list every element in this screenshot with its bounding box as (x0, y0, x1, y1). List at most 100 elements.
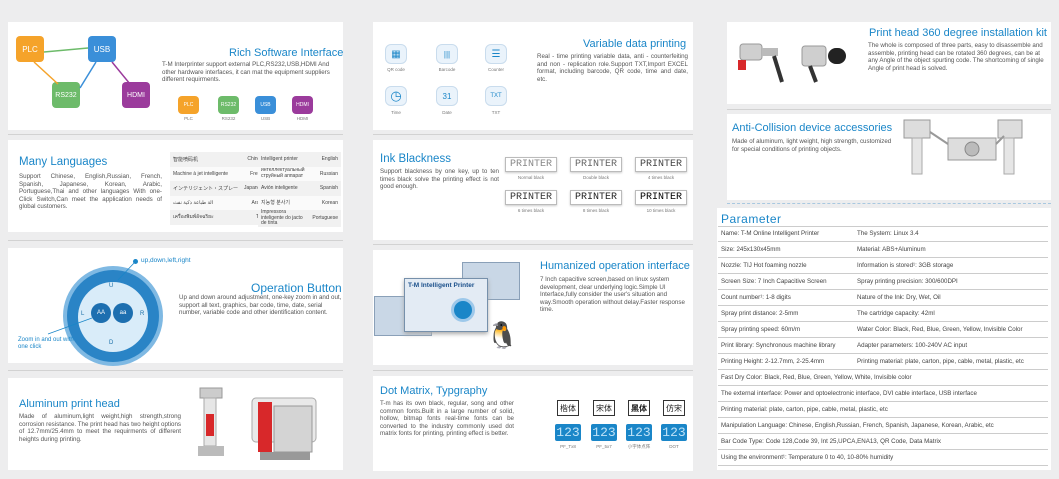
interface-network-lines (33, 47, 131, 89)
time-icon: ◷ (385, 86, 407, 106)
callout-lines (47, 261, 136, 335)
parameter-row: The external interface: Power and optoel… (718, 386, 1048, 402)
font-caption: PF_Tx8 (560, 444, 576, 449)
parameter-cell: Count number¹: 1-8 digits (721, 294, 791, 301)
parameter-cell: Screen Size: 7 Inch Capacitive Screen (721, 278, 827, 285)
operation-card (8, 248, 343, 363)
dial-label-down[interactable]: D (109, 340, 114, 346)
aluminum-body: Made of aluminum,light weight,high stren… (19, 413, 181, 443)
aluminum-title: Aluminum print head (19, 398, 120, 410)
ui-screen-title: T-M Intelligent Printer (408, 282, 475, 289)
software-card (8, 22, 343, 130)
ink-sample: PRINTER (505, 190, 557, 205)
parameter-row: Print library: Synchronous machine libra… (718, 338, 1048, 354)
ui-screen-widget (451, 298, 475, 322)
divider (8, 134, 343, 135)
counter-caption: Counter (487, 67, 504, 72)
ink-sample: PRINTER (635, 157, 687, 172)
parameter-cell: Spray printing speed: 60m/m (721, 326, 801, 333)
divider (8, 240, 343, 241)
txt-icon: TXT (485, 86, 507, 106)
parameter-row: Fast Dry Color: Black, Red, Blue, Green,… (718, 370, 1048, 386)
parameter-cell: Material: ABS+Aluminum (857, 246, 926, 253)
dotmatrix-title: Dot Matrix, Typgraphy (380, 385, 488, 397)
divider (727, 203, 1051, 204)
parameter-cell: Size: 245x130x45mm (721, 246, 781, 253)
parameter-table (718, 226, 1048, 227)
font-caption: DOT (669, 444, 679, 449)
parameter-row: Using the environment¹: Temperature 0 to… (718, 450, 1048, 466)
parameter-cell: Fast Dry Color: Black, Red, Blue, Green,… (721, 374, 912, 381)
chip-caption-rs232: RS232 (221, 116, 236, 121)
anticollision-card (727, 114, 1051, 200)
parameter-cell: The cartridge capacity: 42ml (857, 310, 935, 317)
software-body: T-M Interprinter support external PLC,RS… (162, 61, 330, 84)
parameter-cell: Printing Height: 2-12.7mm, 2-25.4mm (721, 358, 825, 365)
divider (373, 244, 693, 245)
ink-caption: 8 times black (582, 208, 610, 213)
rs232-node: RS232 (52, 82, 80, 108)
dial-label-up[interactable]: U (109, 283, 114, 289)
humanized-title: Humanized operation interface (540, 260, 690, 272)
parameter-card (717, 208, 1051, 470)
printhead360-card (727, 22, 1051, 104)
zoom-in-button[interactable]: AA (91, 303, 111, 323)
qr-code-icon: ▦ (385, 44, 407, 64)
dot-matrix-sample: 123 (591, 424, 617, 441)
language-row: Impressora inteligente do jacto de tinta… (261, 209, 338, 226)
parameter-cell: Nature of the Ink: Dry, Wet, Oil (857, 294, 941, 301)
aluminum-printhead-image (198, 387, 317, 460)
language-row: Machine à jet intelligenteFrench (170, 166, 269, 181)
anti-collision-device-image (903, 119, 1023, 175)
usb-node: USB (88, 36, 116, 62)
variable-title: Variable data printing (583, 38, 687, 50)
installation-kit-image (738, 43, 846, 83)
font-glyph: 楷体 (557, 400, 579, 416)
ink-caption: 4 times black (647, 175, 675, 180)
parameter-title: Parameter (721, 212, 782, 226)
divider (8, 370, 343, 371)
dot-matrix-sample: 123 (626, 424, 652, 441)
parameter-row: Size: 245x130x45mm Material: ABS+Aluminum (718, 242, 1048, 258)
parameter-cell: Name: T-M Online Intelligent Printer (721, 230, 820, 237)
ink-sample: PRINTER (505, 157, 557, 172)
language-row: الة طباعة ذكية نفثArabic (170, 195, 269, 210)
parameter-cell: The external interface: Power and optoel… (721, 390, 977, 397)
zoom-out-button[interactable]: aa (113, 303, 133, 323)
parameter-row: Printing material: plate, carton, pipe, … (718, 402, 1048, 418)
plc-node: PLC (16, 36, 44, 62)
ink-sample: PRINTER (570, 190, 622, 205)
parameter-row: Spray print distance: 2-5mm The cartridge… (718, 306, 1048, 322)
parameter-cell: Printing material: plate, carton, pipe, … (721, 406, 888, 413)
barcode-caption: Barcode (438, 67, 456, 72)
ink-caption: Double black (582, 175, 609, 180)
parameter-cell: Using the environment¹: Temperature 0 to… (721, 454, 894, 461)
linux-icon: 🐧 (486, 320, 519, 350)
dot-matrix-sample: 123 (555, 424, 581, 441)
callout-zoom: Zoom in and out with one click (18, 337, 74, 350)
parameter-cell: Water Color: Black, Red, Blue, Green, Ye… (857, 326, 1023, 333)
ink-sample: PRINTER (570, 157, 622, 172)
parameter-cell: Manipulation Language: Chinese, English,… (721, 422, 994, 429)
dotmatrix-card (373, 376, 693, 471)
chip-rs232: RS232 (218, 96, 239, 114)
dotmatrix-body: T-m has its own black, regular, song and… (380, 400, 514, 438)
language-row: เครื่องพิมพ์อัจฉริยะThai (173, 214, 266, 221)
txt-caption: TXT (491, 110, 501, 115)
dial-label-left[interactable]: L (81, 311, 85, 317)
font-glyph: 黑体 (628, 400, 650, 416)
dial-label-right[interactable]: R (140, 311, 145, 317)
chip-plc: PLC (178, 96, 199, 114)
printhead360-title: Print head 360 degree installation kit (869, 27, 1047, 39)
parameter-cell: Spray print distance: 2-5mm (721, 310, 799, 317)
parameter-cell: Information is stored¹: 3GB storage (857, 262, 954, 269)
